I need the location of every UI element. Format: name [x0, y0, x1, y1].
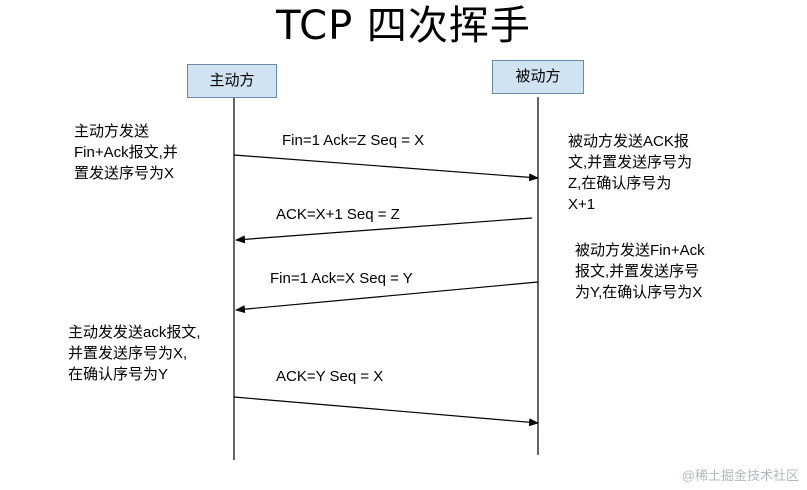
- message-4-arrow: [233, 396, 539, 427]
- message-2-arrow: [235, 217, 533, 244]
- message-1-label: Fin=1 Ack=Z Seq = X: [282, 132, 425, 149]
- note-line: 被动方发送Fin+Ack: [575, 242, 705, 259]
- message-1-arrow: [233, 154, 539, 182]
- note-line: 主动方发送: [74, 123, 150, 140]
- actor-box-passive: 被动方: [492, 60, 584, 94]
- note-active-send-fin: 主动方发送 Fin+Ack报文,并 置发送序号为X: [74, 121, 178, 184]
- note-line: 报文,并置发送序号: [575, 263, 700, 280]
- note-line: 为Y,在确认序号为X: [575, 284, 703, 301]
- note-line: 文,并置发送序号为: [568, 154, 693, 171]
- note-line: 主动发发送ack报文,: [68, 324, 201, 341]
- message-4-label: ACK=Y Seq = X: [276, 368, 384, 385]
- note-line: 置发送序号为X: [74, 165, 175, 182]
- note-passive-send-fin: 被动方发送Fin+Ack 报文,并置发送序号 为Y,在确认序号为X: [575, 240, 705, 303]
- note-line: 被动方发送ACK报: [568, 133, 689, 150]
- note-line: Fin+Ack报文,并: [74, 144, 178, 161]
- message-3-label: Fin=1 Ack=X Seq = Y: [270, 270, 413, 287]
- message-2-label: ACK=X+1 Seq = Z: [276, 206, 400, 223]
- note-passive-send-ack: 被动方发送ACK报 文,并置发送序号为 Z,在确认序号为 X+1: [568, 131, 692, 215]
- note-line: 并置发送序号为X,: [68, 345, 188, 362]
- note-line: 在确认序号为Y: [68, 366, 169, 383]
- actor-box-active: 主动方: [187, 64, 277, 98]
- watermark-text: @稀土掘金技术社区: [681, 468, 799, 483]
- note-active-send-ack: 主动发发送ack报文, 并置发送序号为X, 在确认序号为Y: [68, 322, 201, 385]
- page-title: TCP 四次挥手: [276, 3, 531, 49]
- note-line: X+1: [568, 196, 596, 213]
- message-3-arrow: [235, 281, 539, 314]
- note-line: Z,在确认序号为: [568, 175, 672, 192]
